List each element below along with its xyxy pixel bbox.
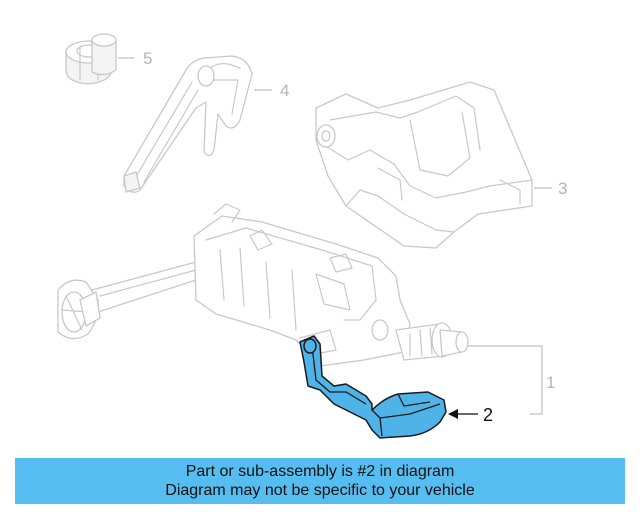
part-3-cover[interactable] <box>315 81 533 249</box>
callout-5: 5 <box>118 49 152 68</box>
banner-line-part: Part or sub-assembly is #2 in diagram <box>185 463 455 480</box>
callout-3-label: 3 <box>558 179 567 198</box>
callout-1: 1 <box>468 345 555 415</box>
parts-diagram: 5 4 3 <box>57 33 567 439</box>
callout-4-label: 4 <box>280 81 289 100</box>
callout-5-label: 5 <box>143 49 152 68</box>
callout-4: 4 <box>254 81 289 100</box>
callout-2: 2 <box>448 405 493 425</box>
info-banner: Part or sub-assembly is #2 in diagram Di… <box>15 458 625 504</box>
part-4-lever[interactable] <box>123 55 253 193</box>
part-5-bushing[interactable] <box>65 33 117 85</box>
banner-line-disclaimer: Diagram may not be specific to your vehi… <box>165 482 475 499</box>
callout-2-label: 2 <box>483 405 493 425</box>
part-1-steering-column[interactable] <box>57 203 469 367</box>
part-2-bracket[interactable] <box>299 335 447 439</box>
callout-3: 3 <box>534 179 567 198</box>
callout-1-label: 1 <box>546 373 555 392</box>
